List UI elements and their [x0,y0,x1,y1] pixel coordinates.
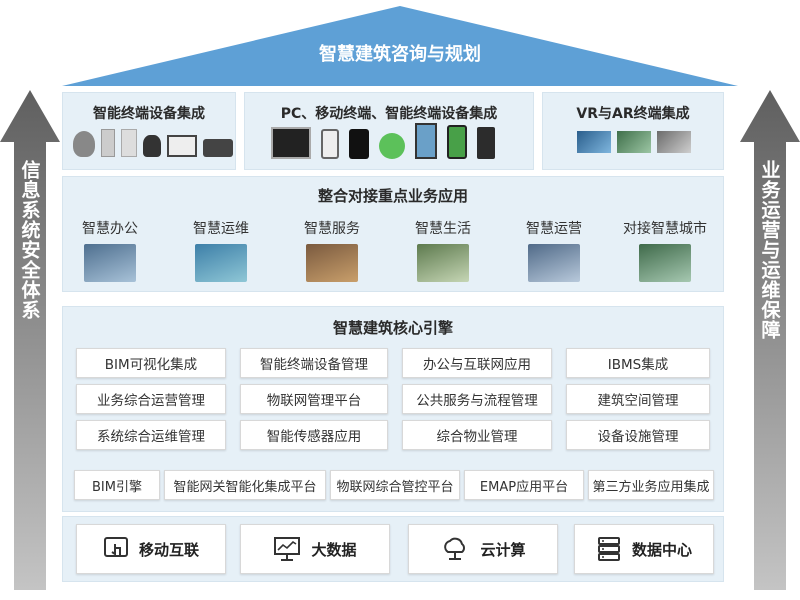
tablet-icon [349,129,369,159]
phone-device-icon [203,139,233,157]
ar-city-thumbnail [617,131,651,153]
operation-thumbnail [528,244,580,282]
speaker-icon [121,129,137,157]
kiosk-icon [415,123,437,159]
core-item: 物联网管理平台 [240,384,388,414]
roof-title: 智慧建筑咨询与规划 [319,44,481,65]
phone-icon [321,129,339,159]
left-pillar-label: 信息系统安全体系 [18,160,41,320]
operations-thumbnail [195,244,247,282]
core-title: 智慧建筑核心引擎 [332,319,453,337]
infra-mobile: 移动互联 [76,524,226,574]
mobile-terminal-icon [447,125,467,159]
infra-label: 大数据 [311,540,357,559]
integration-panel-terminals: PC、移动终端、智能终端设备集成 [244,92,534,170]
monitor-icon [271,127,311,159]
platform-item: EMAP应用平台 [464,470,584,500]
3d-model-thumbnail [657,131,691,153]
roof-shape [62,6,738,86]
infra-cloud: 云计算 [408,524,558,574]
infra-datacenter: 数据中心 [574,524,714,574]
core-item: 智能终端设备管理 [240,348,388,378]
office-thumbnail [84,244,136,282]
core-item: IBMS集成 [566,348,710,378]
integration-panel-devices: 智能终端设备集成 [62,92,236,170]
monitor-chart-icon [274,537,301,561]
smart-city-thumbnail [639,244,691,282]
cloud-icon [444,537,466,560]
sensor-icon [101,129,115,157]
right-arrow-shape [740,90,800,590]
server-icon [597,537,620,561]
core-item: 建筑空间管理 [566,384,710,414]
wechat-icon [379,133,405,159]
right-pillar-arrow [740,90,800,590]
app-label: 对接智慧城市 [623,221,707,237]
platform-item: 物联网综合管控平台 [330,470,460,500]
device-icons [73,129,233,157]
app-label: 智慧服务 [304,221,360,237]
platform-item: 智能网关智能化集成平台 [164,470,326,500]
left-arrow-shape [0,90,60,590]
vr-ar-thumbnails [577,131,691,153]
smart-device-icon [143,135,161,157]
info-screen-icon [477,127,495,159]
display-icon [167,135,197,157]
platform-item: BIM引擎 [74,470,160,500]
app-label: 智慧运营 [526,221,582,237]
touch-icon [103,537,128,557]
camera-icon [73,131,95,157]
core-item: 设备设施管理 [566,420,710,450]
infra-label: 云计算 [480,540,526,559]
app-label: 智慧办公 [82,221,138,237]
left-pillar-arrow [0,90,60,590]
core-item: 综合物业管理 [402,420,552,450]
apps-title: 整合对接重点业务应用 [317,187,468,205]
infra-label: 移动互联 [138,540,199,559]
integration-panel-vr-ar: VR与AR终端集成 [542,92,724,170]
core-item: BIM可视化集成 [76,348,226,378]
life-thumbnail [417,244,469,282]
panel-title: VR与AR终端集成 [576,106,690,122]
app-label: 智慧运维 [193,221,249,237]
core-item: 公共服务与流程管理 [402,384,552,414]
platform-item: 第三方业务应用集成 [588,470,714,500]
panel-title: 智能终端设备集成 [93,106,205,122]
infra-label: 数据中心 [631,540,692,559]
apps-panel: 整合对接重点业务应用 [62,176,724,292]
app-label: 智慧生活 [415,221,471,237]
core-item: 智能传感器应用 [240,420,388,450]
core-item: 办公与互联网应用 [402,348,552,378]
terminal-icons [271,123,495,159]
panel-title: PC、移动终端、智能终端设备集成 [280,106,498,122]
core-item: 系统综合运维管理 [76,420,226,450]
infra-bigdata: 大数据 [240,524,390,574]
right-pillar-label: 业务运营与运维保障 [758,160,781,340]
core-item: 业务综合运营管理 [76,384,226,414]
service-thumbnail [306,244,358,282]
vr-scene-thumbnail [577,131,611,153]
